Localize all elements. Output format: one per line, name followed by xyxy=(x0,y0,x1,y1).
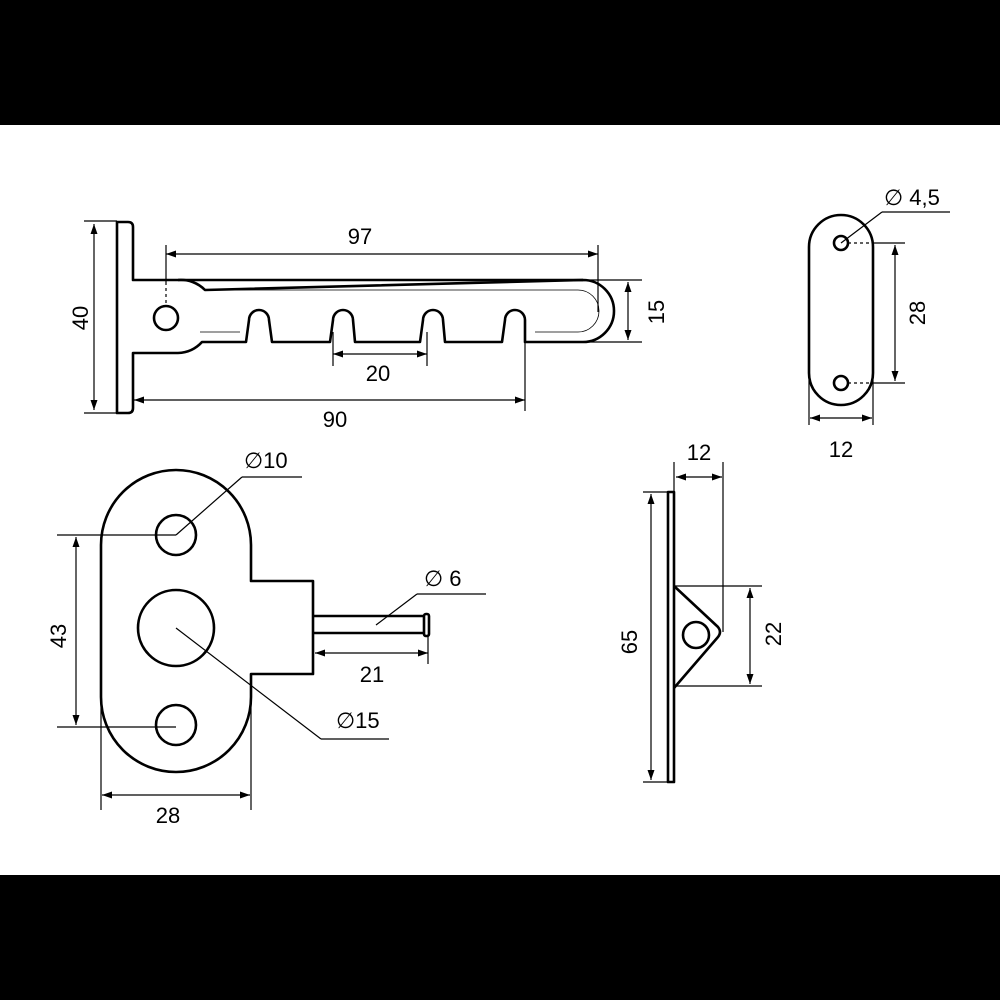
dim-text-97: 97 xyxy=(348,224,372,249)
dim-text-28b: 28 xyxy=(156,803,180,828)
dim-text-12b: 12 xyxy=(687,440,711,465)
dim-text-pin-dia: ∅ 6 xyxy=(424,566,462,591)
leader-line xyxy=(175,476,243,536)
pin-plate-outline xyxy=(99,468,315,774)
keeper-plate-view: ∅ 4,5 28 12 xyxy=(807,185,950,462)
side-lug-hole xyxy=(681,620,711,650)
dim-text-15: 15 xyxy=(644,300,669,324)
side-lug xyxy=(673,585,722,689)
center-hole xyxy=(136,588,216,668)
small-hole-bottom xyxy=(154,703,198,747)
dim-text-40: 40 xyxy=(68,306,93,330)
pin-body xyxy=(313,614,425,635)
pin-plate-view: ∅10 ∅15 ∅ 6 43 28 21 xyxy=(46,448,486,828)
keeper-plate-outline xyxy=(807,213,875,407)
dim-text-90: 90 xyxy=(323,407,347,432)
pin-head xyxy=(422,612,431,638)
letterbox-top xyxy=(0,0,1000,125)
leader-line xyxy=(375,593,418,626)
side-plate xyxy=(666,490,676,784)
dim-text-28: 28 xyxy=(905,301,930,325)
stay-arm-view: 40 97 15 20 90 xyxy=(68,220,669,432)
technical-drawing: 40 97 15 20 90 ∅ 4,5 28 xyxy=(46,185,950,828)
letterbox-bottom xyxy=(0,875,1000,1000)
dim-text-43: 43 xyxy=(46,624,71,648)
pivot-hole xyxy=(152,304,180,332)
drawing-canvas: 40 97 15 20 90 ∅ 4,5 28 xyxy=(0,125,1000,875)
dim-text-21: 21 xyxy=(360,662,384,687)
arm-inner-line xyxy=(200,289,600,333)
leader-line xyxy=(840,211,883,244)
dim-text-22: 22 xyxy=(761,622,786,646)
keeper-hole-bottom xyxy=(832,374,850,392)
dim-text-hole-dia: ∅ 4,5 xyxy=(884,185,940,210)
dim-text-20: 20 xyxy=(366,361,390,386)
dim-text-12: 12 xyxy=(829,437,853,462)
side-view: 12 65 22 xyxy=(617,440,786,784)
dim-text-small-hole: ∅10 xyxy=(244,448,288,473)
dim-text-65: 65 xyxy=(617,630,642,654)
leader-line xyxy=(175,627,322,740)
dim-text-center-hole: ∅15 xyxy=(336,708,380,733)
stay-arm-outline xyxy=(115,220,616,415)
